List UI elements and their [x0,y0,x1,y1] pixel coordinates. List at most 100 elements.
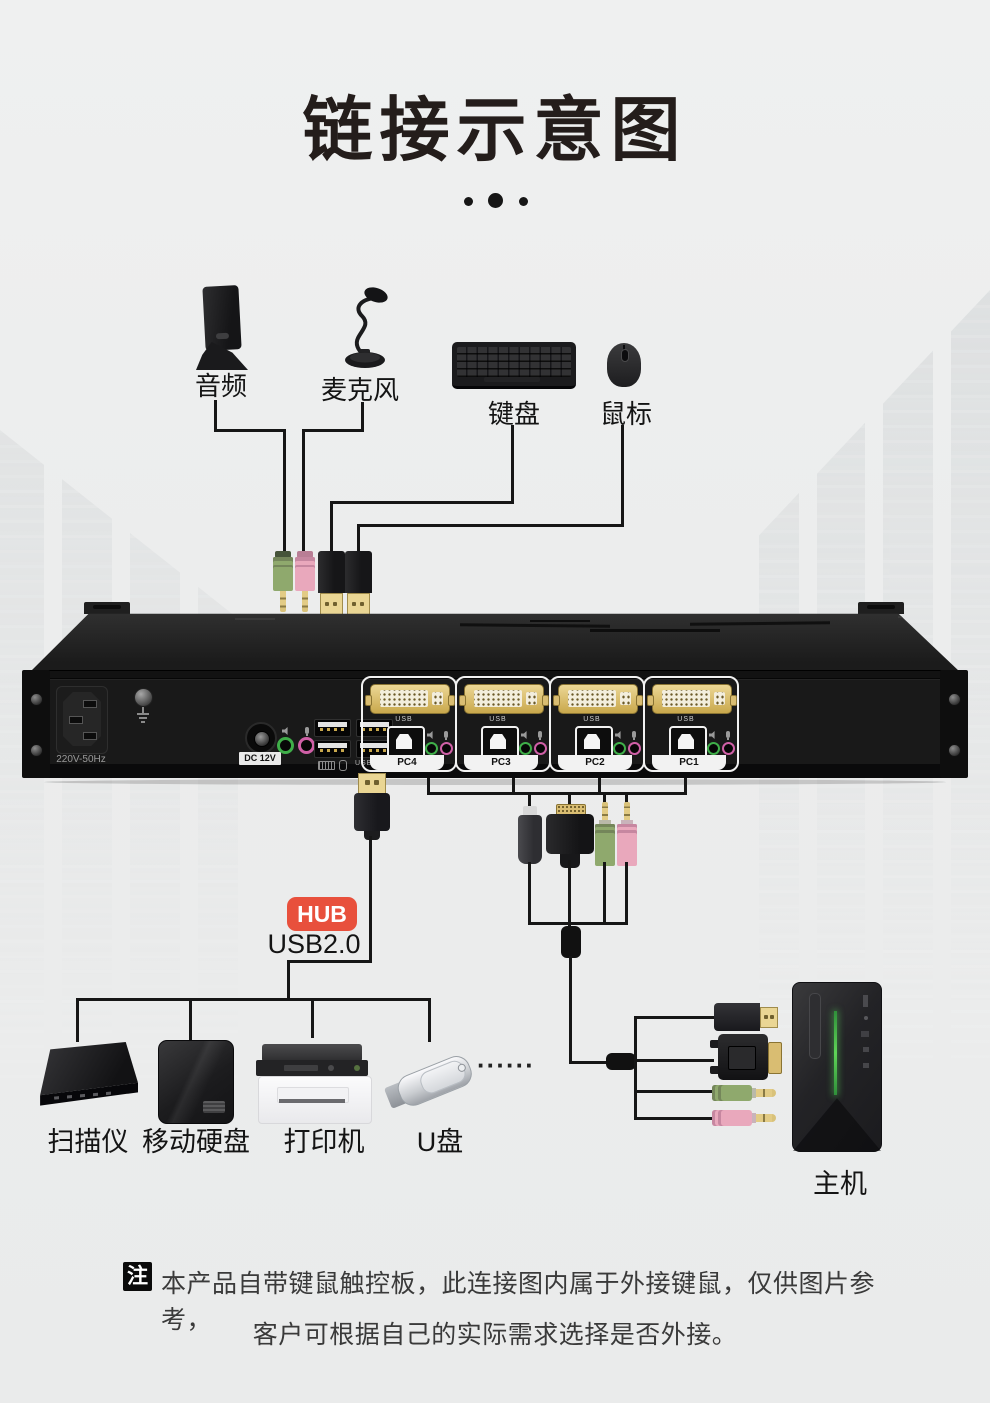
connection-line [357,524,624,527]
printer-panel [284,1065,318,1071]
plug-cap [275,551,291,558]
dvi-screw [459,695,466,706]
usb-drive-device [383,1044,476,1116]
hard-drive-device [158,1040,234,1124]
dvi-prong [710,1066,720,1074]
note-badge: 注 [123,1262,152,1291]
usb-tongue [360,722,389,727]
usb-contact [325,602,329,606]
title-dot [464,197,473,206]
speaker-icon [427,731,433,739]
connection-line [302,429,305,555]
usb-b-slot [678,734,694,749]
connection-line [189,998,192,1042]
host-tower [792,982,882,1152]
tower-bottom-shade [793,1098,881,1151]
dvi-gold-connector [768,1042,782,1074]
cable-ferrite-bead [606,1053,636,1070]
connection-line [570,922,628,925]
label-mouse: 鼠标 [599,399,652,429]
printer-slot [279,1099,345,1103]
connection-line [568,860,571,930]
tower-port [863,995,868,1007]
connection-line [569,956,572,1064]
pc-port-panel: USB PC2 [549,676,645,772]
keyboard-usb-plug [318,551,345,620]
mouse-wheel [621,349,629,362]
ac-power-inlet [56,686,108,754]
plug-collar [599,820,611,825]
dvi-pins [474,690,522,707]
dvi-screw [365,695,372,706]
usb-port-label: USB [395,716,413,723]
printer-device [252,1044,372,1124]
tower-slot [809,993,821,1059]
connection-line [302,429,364,432]
pc-port-panel: USB PC1 [643,676,739,772]
keyboard-glyph [318,761,335,770]
usb-b-plug [518,806,542,868]
plug-body [595,824,615,866]
mic-jack [534,742,547,755]
plug-metal [760,1007,778,1028]
ac-pin-slot [69,716,83,724]
usb-hub-port [314,719,351,737]
connection-line [214,400,217,432]
connection-line [330,501,333,555]
title-dot [488,193,503,208]
audio-plug-up-green [595,802,615,866]
plug-body [345,551,372,593]
speaker-icon [615,731,621,739]
connection-line [528,792,531,810]
connection-line [528,862,531,924]
kvm-rack-ear-tab-right [858,602,904,614]
hub-usb-a-plug [354,772,390,840]
plug-body [718,1034,768,1080]
dc-jack-ring [254,731,270,747]
ac-pin-slot [83,700,97,708]
dvi-port [647,684,737,714]
keyboard-device [452,342,576,389]
usb-port-label: USB [489,716,507,723]
connection-line [311,998,314,1038]
speaker-icon [521,731,527,739]
plug-body [295,557,315,591]
pc-port-name: PC3 [464,755,538,770]
label-audio: 音频 [194,371,247,401]
hdd-label [203,1101,225,1113]
plug-body [712,1085,752,1101]
dvi-plug [546,804,594,868]
dvi-prong [710,1040,720,1048]
dvi-pins [568,690,616,707]
mic-icon [538,731,542,740]
keyboard-keys [457,347,571,377]
usb-b-slot [584,734,600,749]
screw [948,693,961,706]
ear-slot [93,605,121,609]
dvi-port [365,684,455,714]
label-more-devices: ······ [477,1050,535,1080]
dvi-screw [636,695,643,706]
label-host: 主机 [813,1169,867,1199]
plug-collar [621,820,633,825]
plug-body [518,815,542,864]
scanner-device [36,1042,138,1116]
speaker-logo [215,332,230,340]
connection-line [361,402,364,432]
usb-contact [365,780,370,785]
printer-lid [262,1044,362,1062]
mouse-glyph [339,760,347,771]
connection-line [634,1117,716,1120]
connection-line [357,524,360,555]
page-title: 链接示意图 [302,91,688,169]
usb-contact [764,1015,768,1019]
screw [948,744,961,757]
host-usb-a-plug [714,1003,778,1031]
usb-tongue [318,722,347,727]
usb-b-slot [396,734,412,749]
mouse-usb-plug [345,551,372,620]
connection-line [603,862,606,924]
mic-plug-pink [295,551,315,613]
pc-port-name: PC1 [652,755,726,770]
plug-tip [280,591,286,612]
